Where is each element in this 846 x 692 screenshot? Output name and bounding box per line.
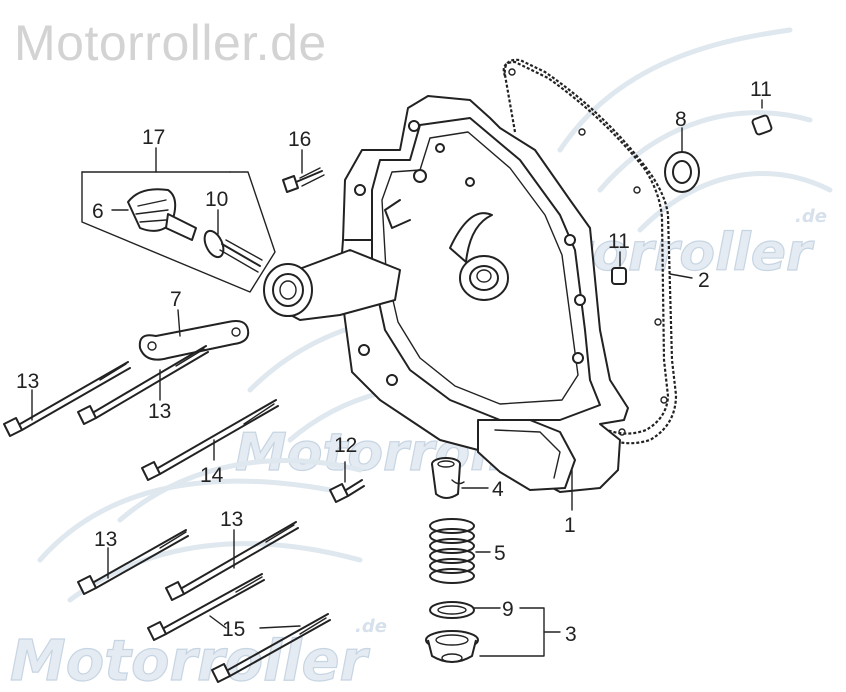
bolt-13-a (3, 361, 131, 437)
watermark-logo-suffix-bottom: .de (355, 616, 387, 637)
part-labels: 1 2 3 4 5 6 7 8 9 10 11 11 12 13 13 13 1… (16, 78, 772, 646)
bolt-12 (329, 461, 365, 503)
watermark-top-text: Motorroller.de (14, 15, 327, 71)
label-part-3: 3 (565, 623, 577, 646)
leader-2 (669, 273, 693, 279)
label-part-9: 9 (502, 598, 514, 621)
label-part-13-d: 13 (220, 508, 243, 531)
bracket-7 (138, 309, 250, 361)
label-part-10: 10 (205, 188, 228, 211)
label-part-12: 12 (334, 434, 357, 457)
watermark-logo-suffix: .de (795, 206, 827, 227)
label-part-2: 2 (698, 269, 710, 292)
label-part-14: 14 (200, 464, 224, 487)
label-part-6: 6 (92, 200, 104, 223)
oil-plug-part (111, 188, 197, 241)
bolt-15-a (147, 573, 265, 641)
dowel-pin-middle (611, 251, 627, 285)
bushing-4 (431, 457, 489, 499)
gasket (502, 58, 678, 445)
label-part-13-a: 13 (16, 370, 39, 393)
label-part-1: 1 (564, 514, 576, 537)
dowel-pin-top (751, 99, 773, 136)
cover-arm (263, 249, 401, 321)
crankcase-cover (339, 95, 629, 493)
bolt-13-c (77, 529, 189, 595)
cap-3 (425, 630, 479, 663)
bolt-13-b (77, 345, 209, 425)
label-part-16: 16 (288, 128, 311, 151)
watermark-logo-bottom: Motorroller .de (9, 458, 387, 692)
o-ring-10 (203, 209, 263, 273)
label-part-13-c: 13 (94, 528, 117, 551)
bolt-14 (141, 399, 279, 481)
label-part-5: 5 (494, 542, 506, 565)
label-part-11-top: 11 (750, 78, 772, 101)
label-part-11-middle: 11 (608, 230, 630, 253)
watermark-logo-text-bottom: Motorroller (10, 629, 371, 692)
bolt-13-d (165, 521, 299, 601)
group-17-bracket (81, 147, 276, 293)
oil-seal-part (664, 127, 700, 193)
label-part-13-b: 13 (148, 400, 171, 423)
label-part-17: 17 (142, 126, 165, 149)
label-part-8: 8 (675, 108, 687, 131)
label-part-7: 7 (170, 288, 182, 311)
spring-5 (429, 518, 491, 584)
leader-3-9 (473, 607, 561, 657)
label-part-4: 4 (492, 478, 504, 501)
o-ring-9 (429, 601, 475, 619)
label-part-15: 15 (222, 618, 245, 641)
bolt-16 (282, 149, 325, 193)
leader-15 (209, 615, 301, 629)
bolt-15-b (211, 613, 331, 683)
